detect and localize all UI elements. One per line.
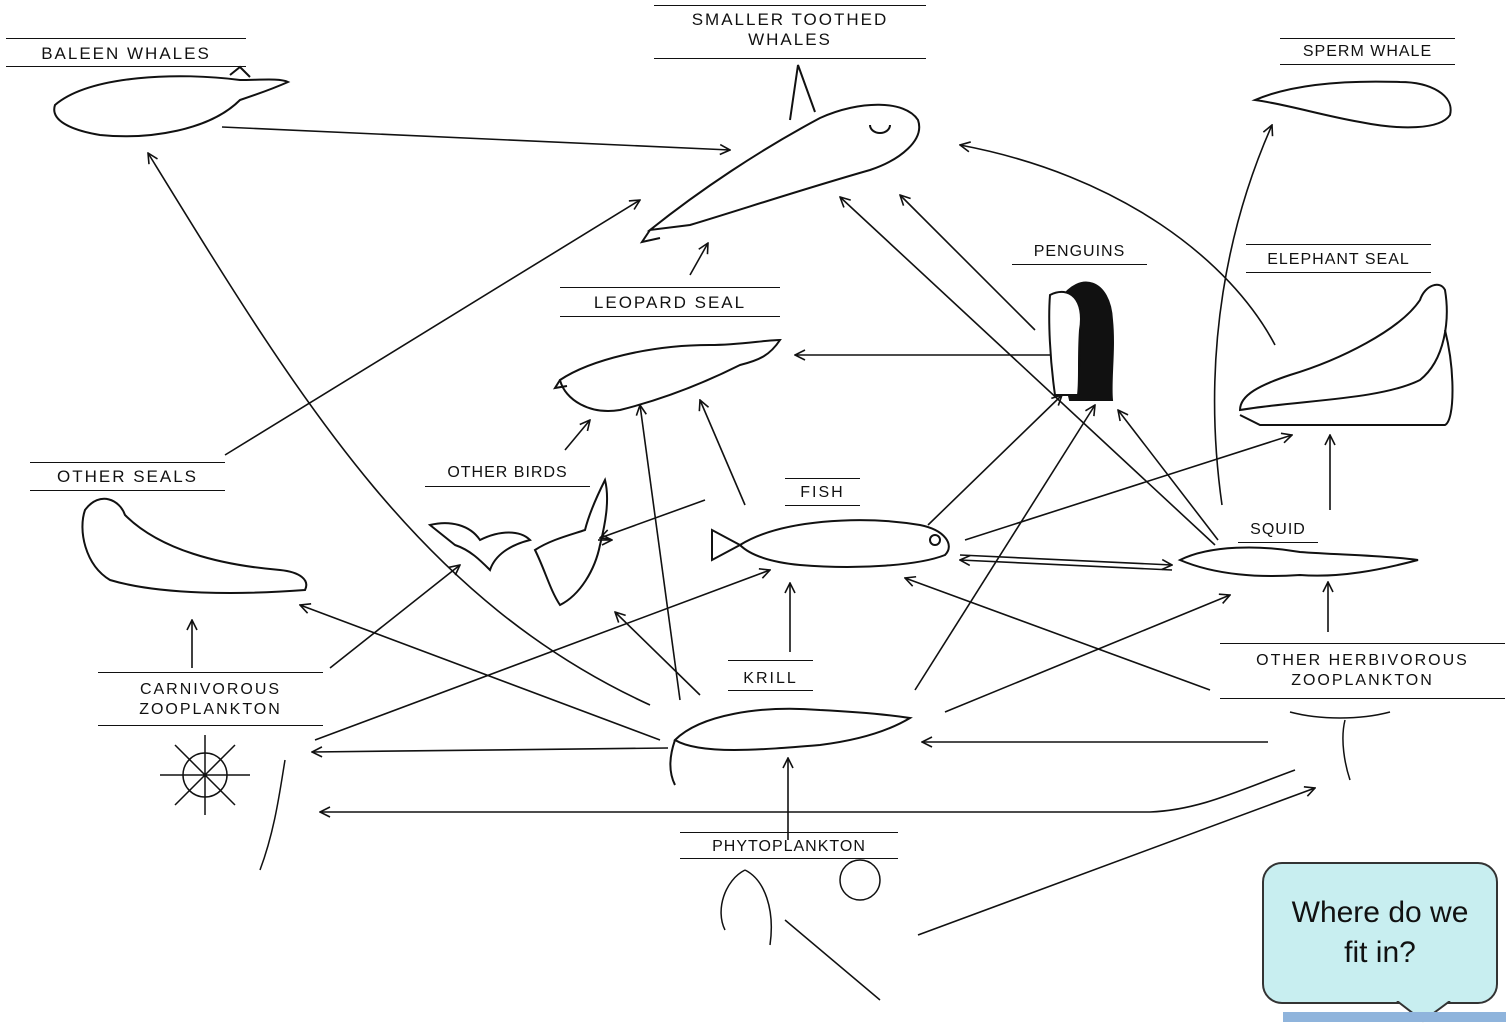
feeding-arrows bbox=[148, 125, 1330, 936]
label-other-herbivorous-zooplankton: OTHER HERBIVOROUS ZOOPLANKTON bbox=[1256, 652, 1469, 689]
callout-text: Where do we fit in? bbox=[1291, 896, 1469, 969]
question-callout: Where do we fit in? bbox=[1262, 862, 1498, 1004]
squid-drawing bbox=[1177, 546, 1419, 578]
fish-drawing bbox=[711, 519, 950, 568]
label-carnivorous-zooplankton: CARNIVOROUS ZOOPLANKTON bbox=[139, 681, 282, 718]
label-fish: FISH bbox=[800, 484, 845, 501]
label-penguins: PENGUINS bbox=[1033, 243, 1126, 260]
label-phytoplankton: PHYTOPLANKTON bbox=[712, 838, 866, 855]
other-birds-drawing bbox=[427, 477, 609, 607]
sperm-whale-drawing bbox=[1251, 80, 1452, 129]
penguins-drawing bbox=[1048, 281, 1114, 401]
elephant-seal-drawing bbox=[1238, 283, 1454, 426]
label-elephant-seal: ELEPHANT SEAL bbox=[1267, 251, 1410, 268]
label-sperm-whale: SPERM WHALE bbox=[1302, 43, 1433, 60]
carnivorous-zooplankton-drawing bbox=[160, 735, 286, 871]
label-other-seals: OTHER SEALS bbox=[56, 467, 199, 486]
label-squid: SQUID bbox=[1250, 521, 1306, 538]
leopard-seal-drawing bbox=[552, 338, 782, 412]
smaller-toothed-whale-drawing bbox=[639, 64, 921, 244]
label-krill: KRILL bbox=[743, 670, 798, 687]
herbivorous-zooplankton-drawing bbox=[1289, 711, 1391, 781]
label-other-birds: OTHER BIRDS bbox=[447, 464, 568, 481]
label-baleen-whales: BALEEN WHALES bbox=[41, 44, 211, 63]
phytoplankton-drawing bbox=[720, 859, 881, 1001]
krill-drawing bbox=[669, 707, 913, 786]
other-seals-drawing bbox=[81, 497, 308, 594]
slide-footer-bar bbox=[1283, 1012, 1506, 1022]
baleen-whale-drawing bbox=[53, 65, 291, 138]
label-leopard-seal: LEOPARD SEAL bbox=[593, 293, 747, 312]
label-smaller-toothed-whales: SMALLER TOOTHED WHALES bbox=[691, 10, 889, 49]
